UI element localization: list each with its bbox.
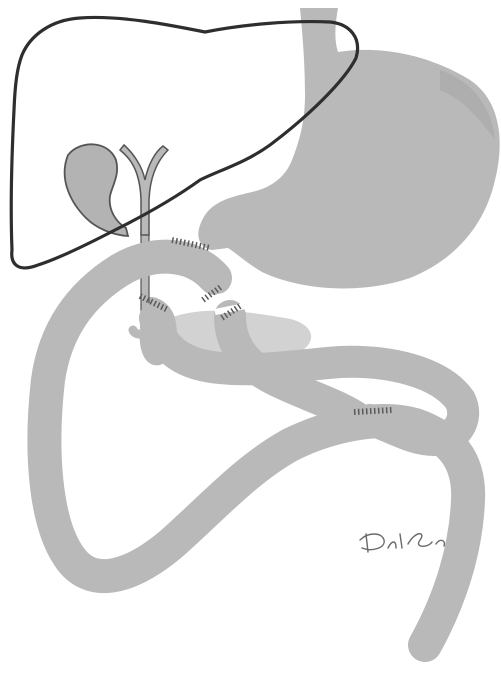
artist-signature (360, 534, 444, 552)
hepatic-ducts (120, 145, 168, 235)
stomach (198, 8, 499, 288)
gallbladder (65, 144, 128, 236)
